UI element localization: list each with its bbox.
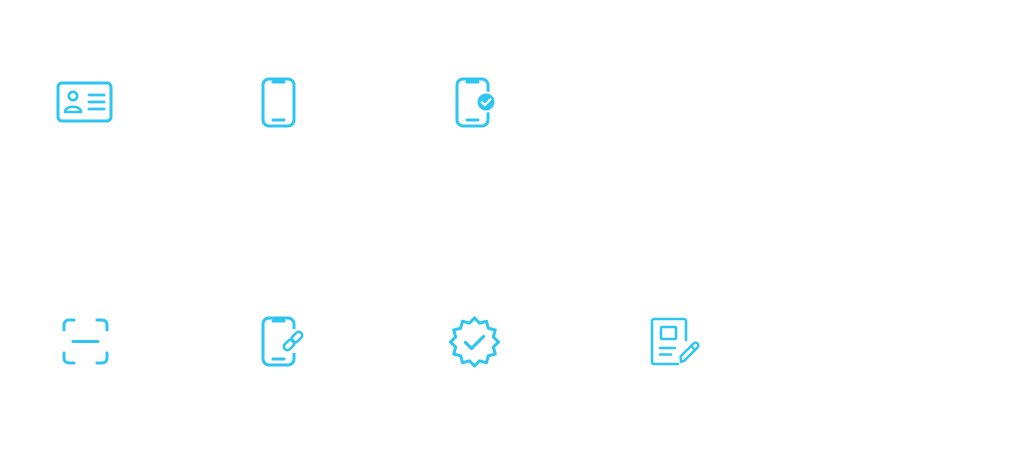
smartphone-icon	[261, 77, 296, 128]
document-edit-icon	[650, 317, 702, 366]
smartphone-link-icon	[261, 316, 309, 367]
verified-badge-icon	[447, 315, 502, 369]
smartphone-verified-icon	[455, 77, 497, 128]
scan-frame-icon	[62, 318, 109, 365]
id-card-icon	[56, 81, 113, 124]
